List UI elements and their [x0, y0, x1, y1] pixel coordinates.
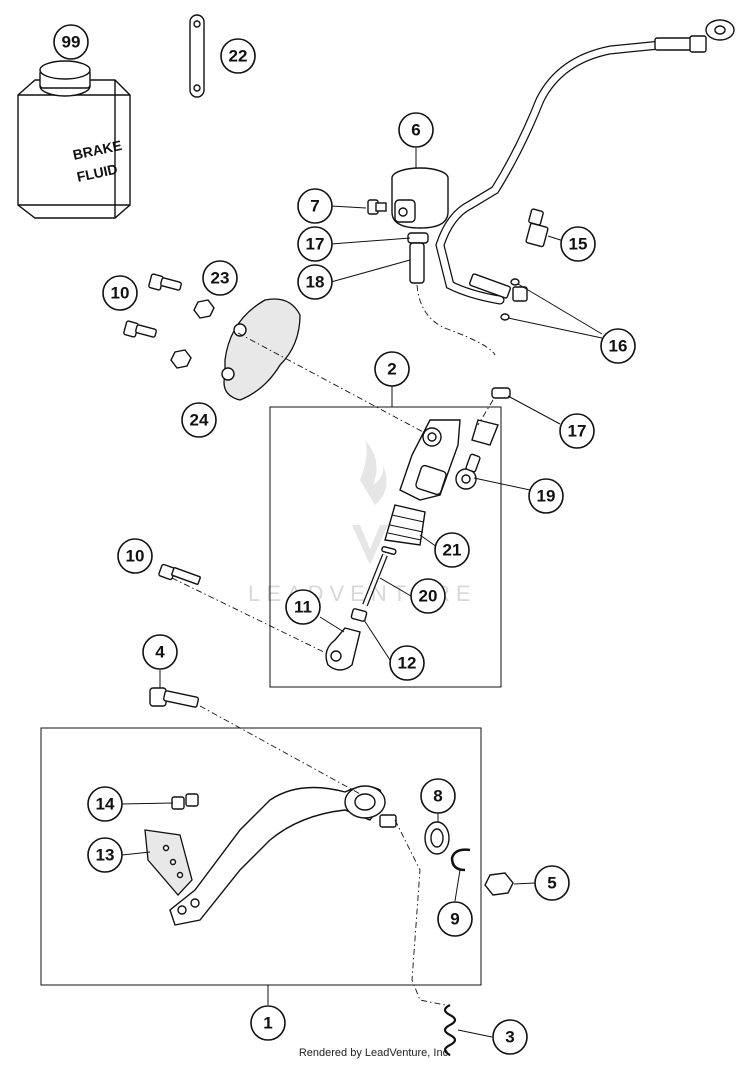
master-cylinder: [399, 419, 461, 501]
svg-text:3: 3: [505, 1028, 514, 1047]
bolts-upper: [123, 273, 182, 338]
svg-text:16: 16: [609, 337, 628, 356]
svg-text:1: 1: [263, 1014, 272, 1033]
callout-9: 9: [437, 901, 473, 937]
clevis-bolt: [158, 563, 201, 585]
callout-15: 15: [560, 226, 596, 262]
callout-4: 4: [142, 634, 178, 670]
svg-text:8: 8: [433, 787, 442, 806]
callout-11: 11: [285, 589, 321, 625]
callout-24: 24: [181, 402, 217, 438]
callout-22: 22: [220, 38, 256, 74]
svg-text:11: 11: [294, 598, 312, 617]
callout-13: 13: [87, 837, 123, 873]
callout-7: 7: [297, 188, 333, 224]
callout-2: 2: [374, 351, 410, 387]
reservoir-strap: [189, 14, 205, 98]
callout-12: 12: [389, 645, 425, 681]
reservoir-screw: [367, 199, 387, 215]
callout-14: 14: [87, 786, 123, 822]
svg-text:99: 99: [62, 33, 81, 52]
callout-5: 5: [534, 865, 570, 901]
nuts-upper: [170, 299, 215, 369]
hose-clips: [500, 278, 520, 321]
return-spring: [443, 1004, 457, 1056]
brake-fluid-can: BRAKE FLUID: [17, 60, 131, 219]
svg-text:5: 5: [547, 874, 556, 893]
svg-text:20: 20: [419, 587, 438, 606]
svg-text:18: 18: [306, 273, 325, 292]
svg-text:4: 4: [155, 643, 165, 662]
svg-text:10: 10: [126, 547, 145, 566]
reservoir-hose: [409, 242, 496, 356]
pedal-tip-screws: [171, 793, 199, 810]
svg-text:10: 10: [111, 284, 130, 303]
push-rod: [362, 546, 397, 607]
callout-10-lower: 10: [117, 538, 153, 574]
svg-text:13: 13: [96, 846, 115, 865]
svg-text:2: 2: [387, 360, 396, 379]
svg-text:22: 22: [229, 47, 248, 66]
hose-clamp-lower: [471, 387, 511, 446]
circlip: [450, 848, 471, 872]
brake-hose: [435, 19, 735, 305]
svg-text:17: 17: [568, 422, 587, 441]
svg-text:17: 17: [306, 235, 325, 254]
clevis: [325, 627, 361, 671]
svg-text:7: 7: [310, 197, 319, 216]
callout-23: 23: [202, 260, 238, 296]
svg-text:6: 6: [411, 121, 420, 140]
callout-10-upper: 10: [102, 275, 138, 311]
callout-17-upper: 17: [297, 226, 333, 262]
hose-fitting: [455, 453, 481, 490]
svg-text:23: 23: [211, 269, 230, 288]
callout-20: 20: [410, 578, 446, 614]
pedal-pivot-bolt: [149, 687, 199, 708]
push-rod-nut: [350, 608, 368, 622]
callout-1: 1: [250, 1005, 286, 1041]
pedal-nut: [484, 872, 514, 896]
pedal-bearing: [424, 821, 450, 855]
callout-3: 3: [492, 1019, 528, 1055]
assembly-lines: [171, 332, 494, 1006]
callout-16: 16: [600, 328, 636, 364]
callout-99: 99: [53, 24, 89, 60]
bleeder-valve: [525, 208, 549, 248]
pedal-tip: [144, 829, 193, 896]
callout-18: 18: [297, 264, 333, 300]
dust-boot: [384, 504, 426, 546]
svg-text:9: 9: [450, 910, 459, 929]
hose-clamp-upper: [407, 232, 429, 244]
brake-pedal: [169, 785, 397, 926]
callout-8: 8: [420, 778, 456, 814]
svg-text:19: 19: [537, 487, 556, 506]
leader-lines: [121, 148, 603, 1038]
svg-text:21: 21: [443, 541, 462, 560]
footer-credit: Rendered by LeadVenture, Inc.: [298, 1047, 452, 1059]
heel-guard: [221, 298, 301, 401]
assembly-box-master-cylinder: [269, 406, 502, 688]
callout-17-lower: 17: [559, 413, 595, 449]
svg-text:12: 12: [398, 654, 417, 673]
callout-21: 21: [434, 532, 470, 568]
callout-19: 19: [528, 478, 564, 514]
svg-text:24: 24: [190, 411, 209, 430]
brake-fluid-reservoir: [391, 167, 449, 229]
assembly-box-brake-pedal: [40, 727, 482, 986]
svg-text:14: 14: [96, 795, 115, 814]
callout-6: 6: [398, 112, 434, 148]
svg-text:15: 15: [569, 235, 588, 254]
